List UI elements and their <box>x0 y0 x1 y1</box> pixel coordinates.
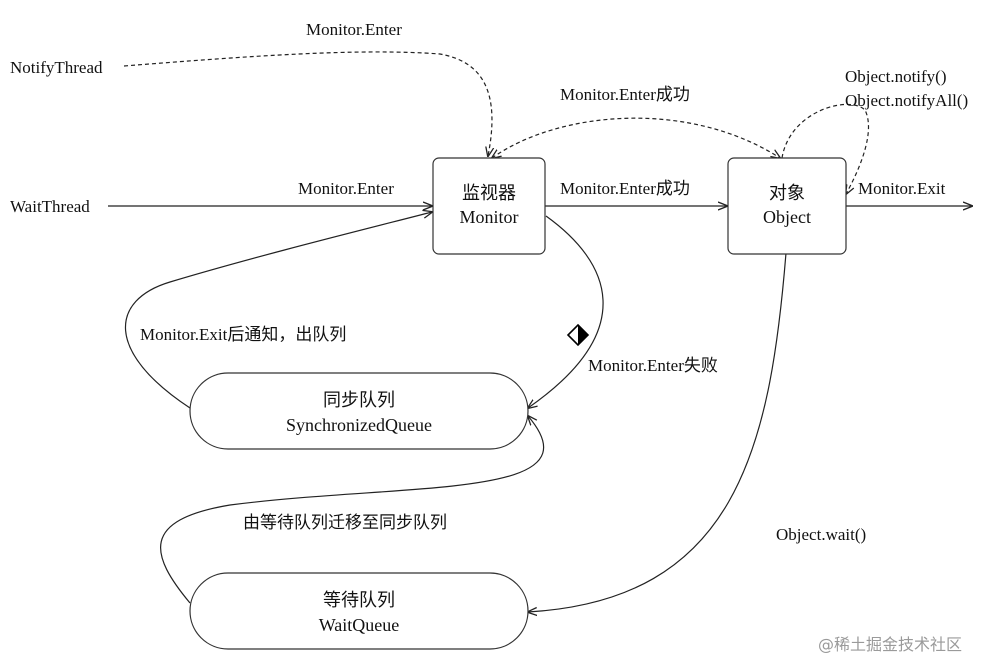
node-monitor-line1: 监视器 <box>462 183 516 203</box>
label-monitor-exit: Monitor.Exit <box>858 179 946 198</box>
label-enter-success-dashed: Monitor.Enter成功 <box>560 85 690 104</box>
label-move-wait-to-sync: 由等待队列迁移至同步队列 <box>243 513 447 532</box>
node-object-line2: Object <box>763 207 811 227</box>
diamond-cursor-icon <box>566 323 590 347</box>
edge-object-wait <box>528 252 787 612</box>
edge-exit-notify <box>124 212 432 409</box>
node-monitor: 监视器 Monitor <box>432 157 546 255</box>
node-sync-queue-line1: 同步队列 <box>323 390 395 410</box>
label-object-wait: Object.wait() <box>776 525 866 544</box>
node-wait-queue-line1: 等待队列 <box>323 590 395 610</box>
label-enter-fail: Monitor.Enter失败 <box>588 356 718 375</box>
node-monitor-line2: Monitor <box>459 207 518 227</box>
actor-wait-thread: WaitThread <box>10 197 90 216</box>
node-sync-queue-line2: SynchronizedQueue <box>286 415 432 435</box>
node-object-line1: 对象 <box>769 183 805 203</box>
label-wait-enter: Monitor.Enter <box>298 179 394 198</box>
label-exit-notify-dequeue: Monitor.Exit后通知，出队列 <box>140 325 346 344</box>
node-object: 对象 Object <box>727 157 847 255</box>
edge-enter-fail <box>528 215 604 408</box>
label-notify-enter: Monitor.Enter <box>306 20 402 39</box>
edge-move-wait-to-sync <box>160 416 545 604</box>
label-notify-call-2: Object.notifyAll() <box>845 91 968 110</box>
node-sync-queue: 同步队列 SynchronizedQueue <box>189 372 529 450</box>
label-enter-success: Monitor.Enter成功 <box>560 179 690 198</box>
edge-enter-success-dashed <box>492 117 780 158</box>
label-notify-call-1: Object.notify() <box>845 67 947 86</box>
node-wait-queue-line2: WaitQueue <box>319 615 400 635</box>
edge-notify-loop <box>781 103 869 194</box>
actor-notify-thread: NotifyThread <box>10 58 103 77</box>
edge-notify-enter <box>123 51 492 156</box>
watermark: @稀土掘金技术社区 <box>818 635 962 654</box>
node-wait-queue: 等待队列 WaitQueue <box>189 572 529 650</box>
